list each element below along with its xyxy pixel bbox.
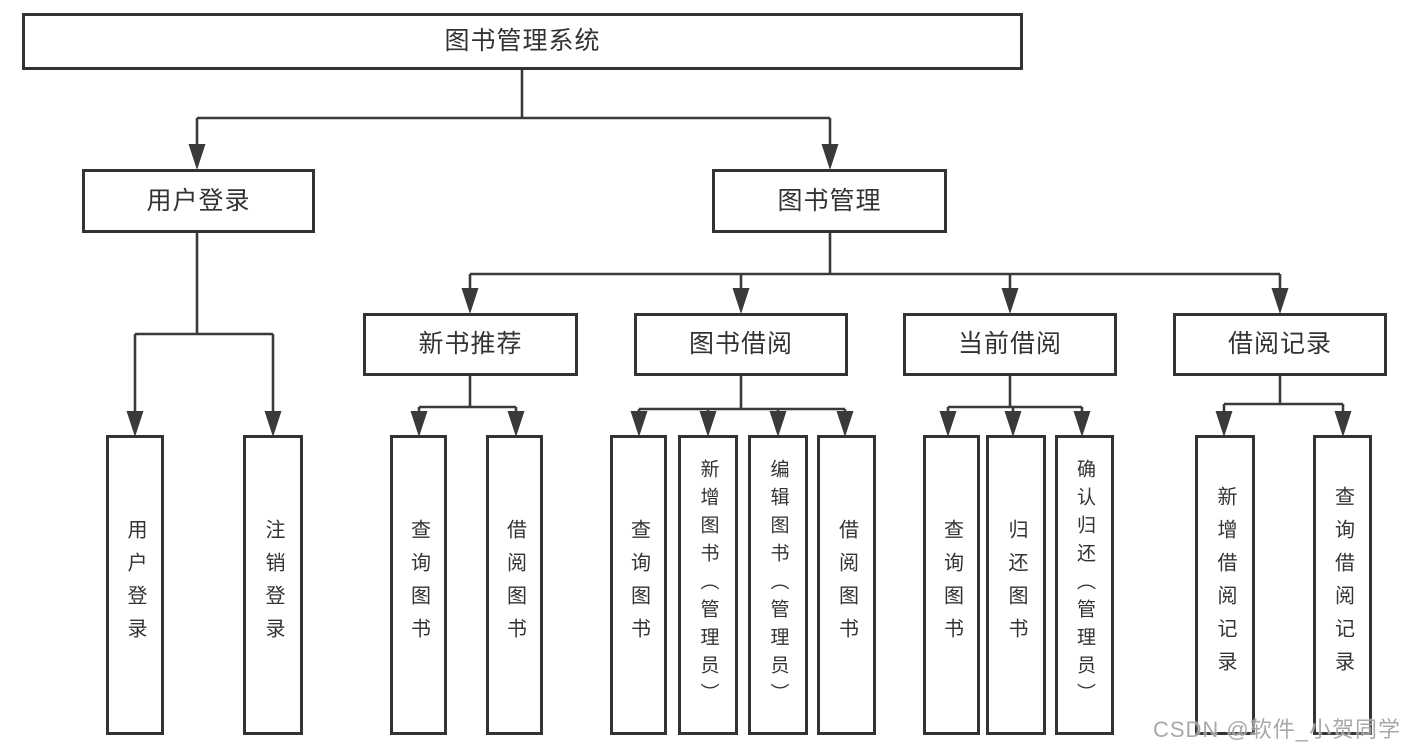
node-label: 新书推荐 xyxy=(418,330,523,358)
leaf-confirm-return-admin: 确认归还（管理员） xyxy=(1055,435,1114,735)
node-label: 当前借阅 xyxy=(957,330,1062,358)
leaf-query-book-recommend: 查询图书 xyxy=(390,435,447,735)
leaf-borrow-book-recommend: 借阅图书 xyxy=(486,435,543,735)
leaf-label: 查询图书 xyxy=(407,519,430,651)
node-user-login: 用户登录 xyxy=(82,169,315,233)
leaf-user-login: 用户登录 xyxy=(106,435,164,735)
node-label: 图书管理 xyxy=(777,186,882,215)
leaf-query-borrow-record: 查询借阅记录 xyxy=(1313,435,1372,735)
node-book-borrow: 图书借阅 xyxy=(634,313,848,376)
leaf-query-book-borrow: 查询图书 xyxy=(610,435,667,735)
node-library-management-system: 图书管理系统 xyxy=(22,13,1023,70)
node-new-book-recommend: 新书推荐 xyxy=(363,313,578,376)
leaf-borrow-book: 借阅图书 xyxy=(817,435,876,735)
node-borrow-record: 借阅记录 xyxy=(1173,313,1387,376)
leaf-label: 归还图书 xyxy=(1005,519,1027,651)
leaf-label: 编辑图书（管理员） xyxy=(767,459,789,711)
leaf-return-book: 归还图书 xyxy=(986,435,1046,735)
node-label: 用户登录 xyxy=(146,186,251,215)
node-label: 图书管理系统 xyxy=(444,27,601,55)
node-label: 图书借阅 xyxy=(688,330,793,358)
leaf-edit-book-admin: 编辑图书（管理员） xyxy=(748,435,808,735)
leaf-label: 查询借阅记录 xyxy=(1331,486,1354,684)
node-book-management: 图书管理 xyxy=(712,169,947,233)
leaf-logout: 注销登录 xyxy=(243,435,303,735)
leaf-label: 查询图书 xyxy=(940,519,963,651)
leaf-add-borrow-record: 新增借阅记录 xyxy=(1195,435,1255,735)
leaf-label: 用户登录 xyxy=(124,519,146,651)
leaf-add-book-admin: 新增图书（管理员） xyxy=(678,435,738,735)
leaf-query-book-current: 查询图书 xyxy=(923,435,980,735)
leaf-label: 新增借阅记录 xyxy=(1214,486,1236,684)
leaf-label: 查询图书 xyxy=(627,519,650,651)
leaf-label: 确认归还（管理员） xyxy=(1074,459,1095,711)
leaf-label: 借阅图书 xyxy=(835,519,858,651)
csdn-watermark: CSDN @软件_小贺同学 xyxy=(1152,717,1401,742)
leaf-label: 借阅图书 xyxy=(503,519,526,651)
node-current-borrow: 当前借阅 xyxy=(903,313,1117,376)
node-label: 借阅记录 xyxy=(1227,330,1332,358)
leaf-label: 注销登录 xyxy=(262,519,284,651)
leaf-label: 新增图书（管理员） xyxy=(697,459,719,711)
